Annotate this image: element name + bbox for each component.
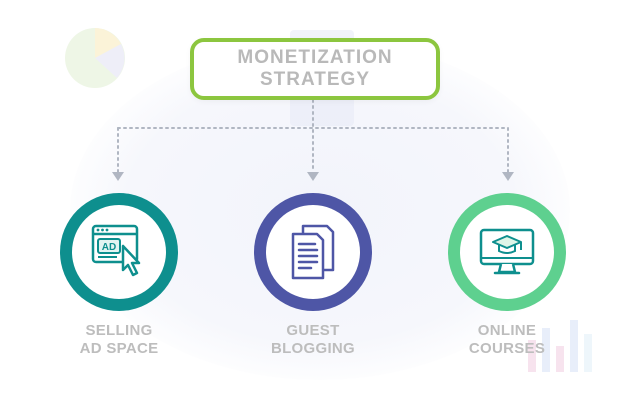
label-online-courses: ONLINE COURSES [437,322,577,358]
label-line-2: COURSES [468,340,546,357]
label-line-1: ONLINE [477,322,537,339]
node-guest-blogging [254,193,372,311]
label-line-2: BLOGGING [270,340,356,357]
label-line-2: AD SPACE [79,340,159,357]
documents-icon [291,224,335,280]
ad-browser-cursor-icon: AD [91,224,141,277]
node-selling-ad-space: AD [60,193,178,311]
node-inner [266,205,360,299]
node-online-courses [448,193,566,311]
background-bars-icon [528,320,592,372]
label-line-1: GUEST [286,322,340,339]
monitor-graduation-cap-icon [479,228,535,275]
label-selling-ad-space: SELLING AD SPACE [49,322,189,358]
ad-icon-text: AD [102,242,116,253]
background-pie-icon [65,28,125,88]
node-inner: AD [72,205,166,299]
title-box: MONETIZATION STRATEGY [190,38,440,100]
label-line-1: SELLING [85,322,153,339]
node-inner [460,205,554,299]
title-line-1: MONETIZATION [237,47,393,68]
title-line-2: STRATEGY [259,69,371,90]
label-guest-blogging: GUEST BLOGGING [243,322,383,358]
